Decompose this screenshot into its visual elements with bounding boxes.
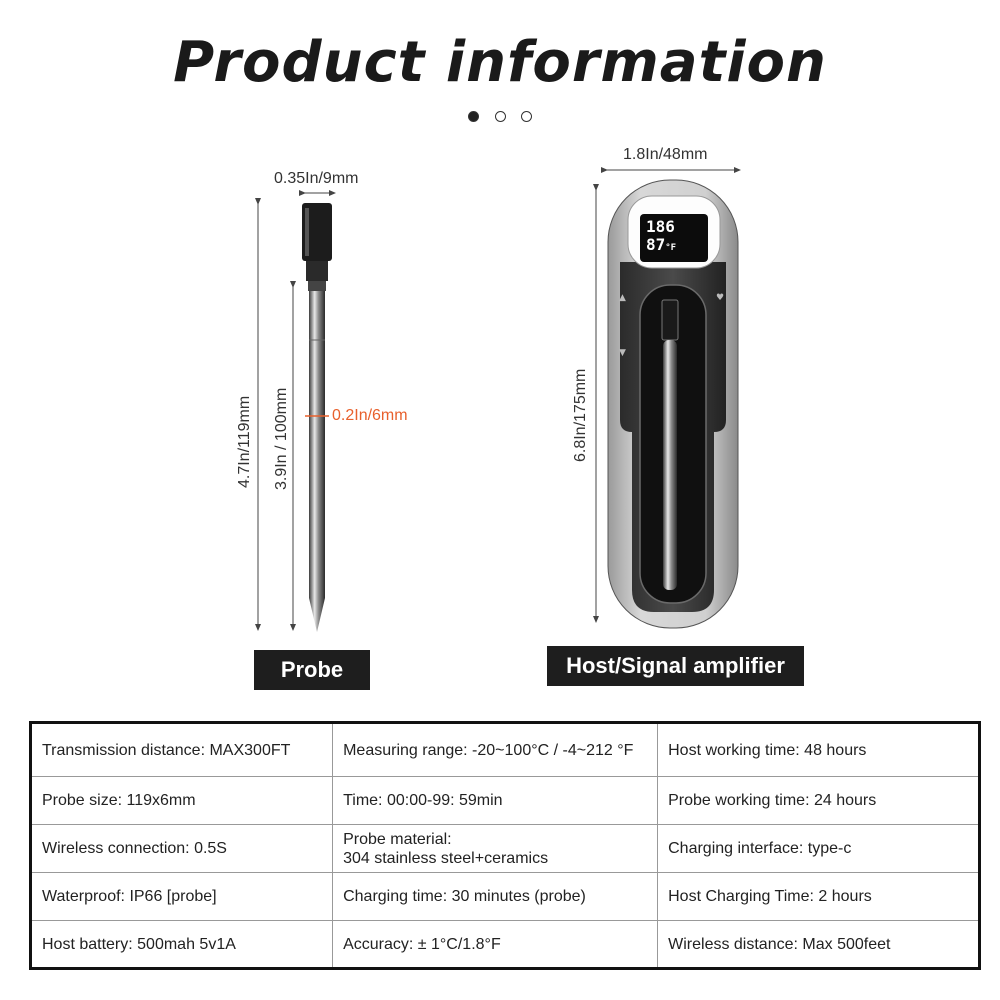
svg-text:▼: ▼ <box>619 348 626 358</box>
pager-dot[interactable] <box>468 111 480 122</box>
table-cell: Measuring range: -20~100°C / -4~212 °F <box>332 722 659 777</box>
svg-text:♥: ♥ <box>716 293 724 303</box>
spec-text: Charging time: 30 minutes (probe) <box>343 888 586 905</box>
spec-table: Transmission distance: MAX300FT Measuring… <box>29 721 981 970</box>
table-row: Transmission distance: MAX300FT Measuring… <box>29 722 980 777</box>
pager-dot[interactable] <box>494 111 506 122</box>
spec-text: Accuracy: ± 1°C/1.8°F <box>343 935 501 953</box>
table-cell: Probe size: 119x6mm <box>29 776 334 825</box>
spec-text: Wireless distance: Max 500feet <box>668 935 891 953</box>
table-cell: Transmission distance: MAX300FT <box>29 722 334 777</box>
probe-total-length: 4.7In/119mm <box>236 395 253 488</box>
table-cell: Host Charging Time: 2 hours <box>657 872 980 921</box>
display-reading-1: 186 <box>646 217 675 236</box>
spec-text: Probe material: <box>343 830 452 848</box>
probe-top-width: 0.35In/9mm <box>274 170 359 187</box>
page-title: Product information <box>173 30 827 95</box>
host-display: 186 87°F <box>646 218 704 257</box>
table-row: Probe size: 119x6mm Time: 00:00-99: 59min… <box>29 776 980 825</box>
spec-text: Host Charging Time: 2 hours <box>668 888 872 905</box>
probe-label: Probe <box>254 650 370 690</box>
spec-text: Time: 00:00-99: 59min <box>343 792 503 809</box>
spec-text: Measuring range: -20~100°C / -4~212 °F <box>343 741 634 759</box>
spec-text: Charging interface: type-c <box>668 840 852 857</box>
host-label: Host/Signal amplifier <box>547 646 804 686</box>
spec-text: Waterproof: IP66 [probe] <box>42 888 217 905</box>
table-row: Host battery: 500mah 5v1A Accuracy: ± 1°C… <box>29 920 980 969</box>
spec-text: Host working time: 48 hours <box>668 741 867 759</box>
probe-shaft-length: 3.9In / 100mm <box>273 387 290 490</box>
table-cell: Accuracy: ± 1°C/1.8°F <box>332 920 659 969</box>
pager-dot[interactable] <box>520 111 532 122</box>
spec-text: Transmission distance: MAX300FT <box>42 741 291 759</box>
probe-drawing <box>255 190 336 632</box>
host-width: 1.8In/48mm <box>623 146 708 163</box>
display-reading-2: 87 <box>646 235 666 254</box>
spec-text: 304 stainless steel+ceramics <box>343 849 549 867</box>
spec-text: Host battery: 500mah 5v1A <box>42 935 236 953</box>
carousel-pager <box>0 106 1000 125</box>
table-cell: Host battery: 500mah 5v1A <box>29 920 334 969</box>
host-height: 6.8In/175mm <box>572 368 589 462</box>
host-drawing: ▲ ▼ ♥ <box>593 167 741 629</box>
table-row: Waterproof: IP66 [probe] Charging time: 3… <box>29 872 980 921</box>
table-row: Wireless connection: 0.5S Probe material:… <box>29 824 980 873</box>
table-cell: Waterproof: IP66 [probe] <box>29 872 334 921</box>
table-cell: Wireless connection: 0.5S <box>29 824 334 873</box>
spec-text: Probe working time: 24 hours <box>668 792 877 809</box>
table-cell: Host working time: 48 hours <box>657 722 980 777</box>
table-cell: Probe working time: 24 hours <box>657 776 980 825</box>
table-cell: Probe material:304 stainless steel+ceram… <box>332 824 659 873</box>
product-illustration: ▲ ▼ ♥ <box>255 167 741 632</box>
table-cell: Wireless distance: Max 500feet <box>657 920 980 969</box>
table-cell: Charging time: 30 minutes (probe) <box>332 872 659 921</box>
spec-text: Probe size: 119x6mm <box>42 792 196 809</box>
svg-text:▲: ▲ <box>619 293 626 303</box>
spec-text: Wireless connection: 0.5S <box>42 840 227 857</box>
probe-diameter: 0.2In/6mm <box>332 407 408 424</box>
table-cell: Time: 00:00-99: 59min <box>332 776 659 825</box>
table-cell: Charging interface: type-c <box>657 824 980 873</box>
display-unit: °F <box>665 243 677 253</box>
